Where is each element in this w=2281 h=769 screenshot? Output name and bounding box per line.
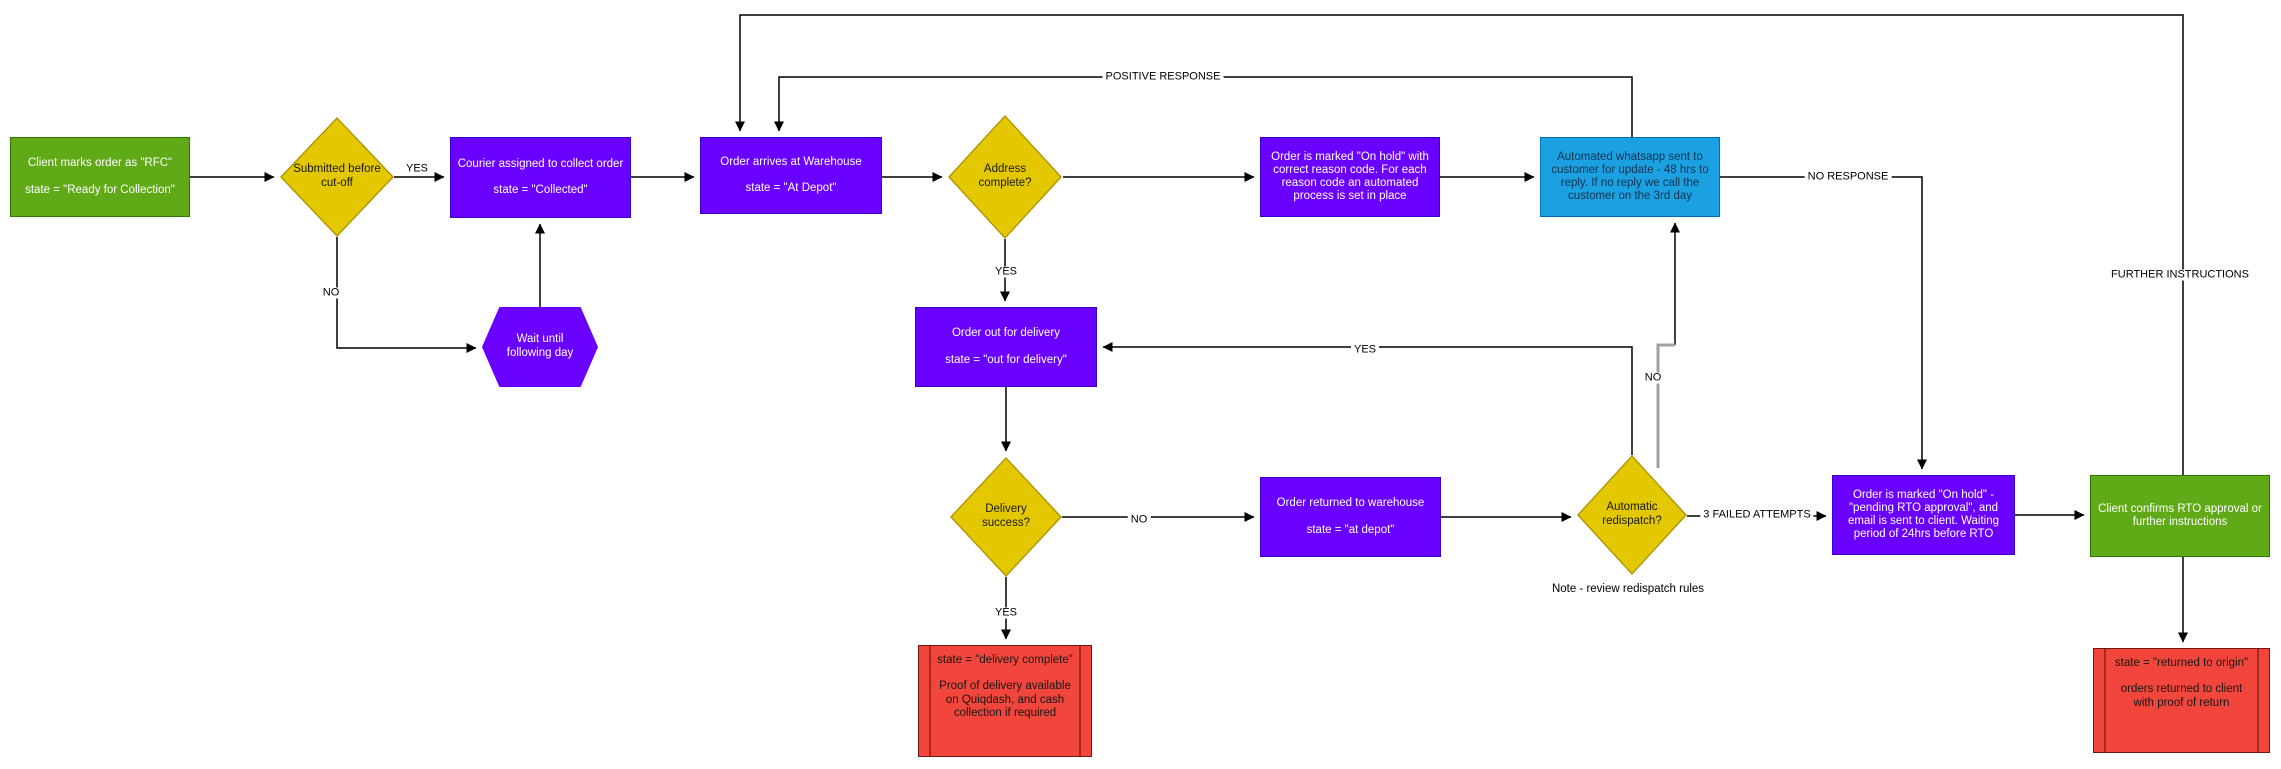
predefined-process-bar	[929, 646, 931, 756]
node-state-text: state = "at depot"	[1306, 523, 1395, 536]
predefined-process-bar	[2257, 649, 2259, 752]
node-text: Order arrives at Warehouse	[720, 155, 862, 168]
node-state-text: state = "Collected"	[493, 184, 588, 196]
node-marked-onhold-pending-rto[interactable]: Order is marked "On hold" - "pending RTO…	[1832, 475, 2015, 555]
edge-label-positive-response: POSITIVE RESPONSE	[1102, 71, 1224, 83]
edge-redispatch-no-lower	[1656, 343, 1675, 468]
node-delivery-success[interactable]: Delivery success?	[950, 457, 1062, 577]
node-automated-whatsapp[interactable]: Automated whatsapp sent to customer for …	[1540, 137, 1720, 217]
node-state-text: state = "returned to origin"	[2114, 657, 2249, 669]
node-state-text: state = "out for delivery"	[945, 353, 1067, 366]
edge-label-no-cutoff: NO	[319, 287, 343, 299]
edge-label-no-redispatch: NO	[1641, 372, 1665, 384]
node-automatic-redispatch[interactable]: Automatic redispatch?	[1577, 455, 1687, 575]
node-state-text: state = "At Depot"	[745, 182, 837, 194]
node-text: Proof of delivery available on Quiqdash,…	[939, 679, 1071, 720]
redispatch-note: Note - review redispatch rules	[1551, 583, 1705, 595]
edge-label-yes-address: YES	[991, 266, 1021, 278]
edge-label-further-instructions: FURTHER INSTRUCTIONS	[2108, 269, 2252, 281]
node-text: Client confirms RTO approval or further …	[2098, 502, 2262, 528]
node-courier-assigned[interactable]: Courier assigned to collect order state …	[450, 137, 631, 218]
edge-positive-response-loop	[774, 76, 1633, 137]
node-client-confirms-rto[interactable]: Client confirms RTO approval or further …	[2090, 475, 2270, 557]
node-state-text: state = "Ready for Collection"	[25, 183, 175, 196]
edge-label-yes-cutoff: YES	[402, 163, 432, 175]
edge-label-yes-delivery: YES	[991, 607, 1021, 619]
node-text: Order is marked "On hold" - "pending RTO…	[1847, 488, 2000, 541]
node-text: Wait until following day	[506, 333, 574, 359]
node-delivery-complete[interactable]: state = "delivery complete" Proof of del…	[918, 645, 1092, 757]
edge-label-no-response: NO RESPONSE	[1804, 171, 1892, 183]
node-text: Automatic redispatch?	[1579, 457, 1685, 573]
node-marked-onhold-reason-code[interactable]: Order is marked "On hold" with correct r…	[1260, 137, 1440, 217]
node-text: Courier assigned to collect order	[457, 157, 624, 170]
node-text: Automated whatsapp sent to customer for …	[1551, 150, 1709, 203]
node-submitted-before-cutoff[interactable]: Submitted before cut-off	[280, 117, 394, 237]
node-order-returned-warehouse[interactable]: Order returned to warehouse state = "at …	[1260, 477, 1441, 557]
node-text: Order is marked "On hold" with correct r…	[1271, 150, 1429, 203]
node-text: orders returned to client with proof of …	[2120, 682, 2243, 709]
node-wait-until-following-day[interactable]: Wait until following day	[482, 307, 598, 387]
node-returned-to-origin[interactable]: state = "returned to origin" orders retu…	[2093, 648, 2270, 753]
edge-further-instructions-loop	[735, 14, 2184, 475]
node-text: Order out for delivery	[951, 327, 1060, 340]
node-address-complete[interactable]: Address complete?	[948, 115, 1062, 239]
node-text: Order returned to warehouse	[1276, 497, 1425, 510]
node-text: Submitted before cut-off	[282, 119, 392, 235]
node-text: Address complete?	[950, 117, 1060, 237]
edge-cutoff-no-to-wait	[336, 237, 477, 353]
node-client-marks-rfc[interactable]: Client marks order as "RFC" state = "Rea…	[10, 137, 190, 217]
node-text: Delivery success?	[952, 459, 1060, 575]
node-order-arrives-warehouse[interactable]: Order arrives at Warehouse state = "At D…	[700, 137, 882, 214]
edge-no-response	[1720, 176, 1927, 470]
predefined-process-bar	[1079, 646, 1081, 756]
edge-label-three-failed-attempts: 3 FAILED ATTEMPTS	[1700, 509, 1814, 521]
edge-label-no-delivery: NO	[1127, 514, 1151, 526]
edge-label-yes-redispatch: YES	[1350, 344, 1380, 356]
node-order-out-for-delivery[interactable]: Order out for delivery state = "out for …	[915, 307, 1097, 387]
predefined-process-bar	[2104, 649, 2106, 752]
node-text: Client marks order as "RFC"	[27, 157, 173, 170]
edge-redispatch-yes-loop	[1102, 342, 1633, 455]
node-state-text: state = "delivery complete"	[937, 654, 1073, 666]
